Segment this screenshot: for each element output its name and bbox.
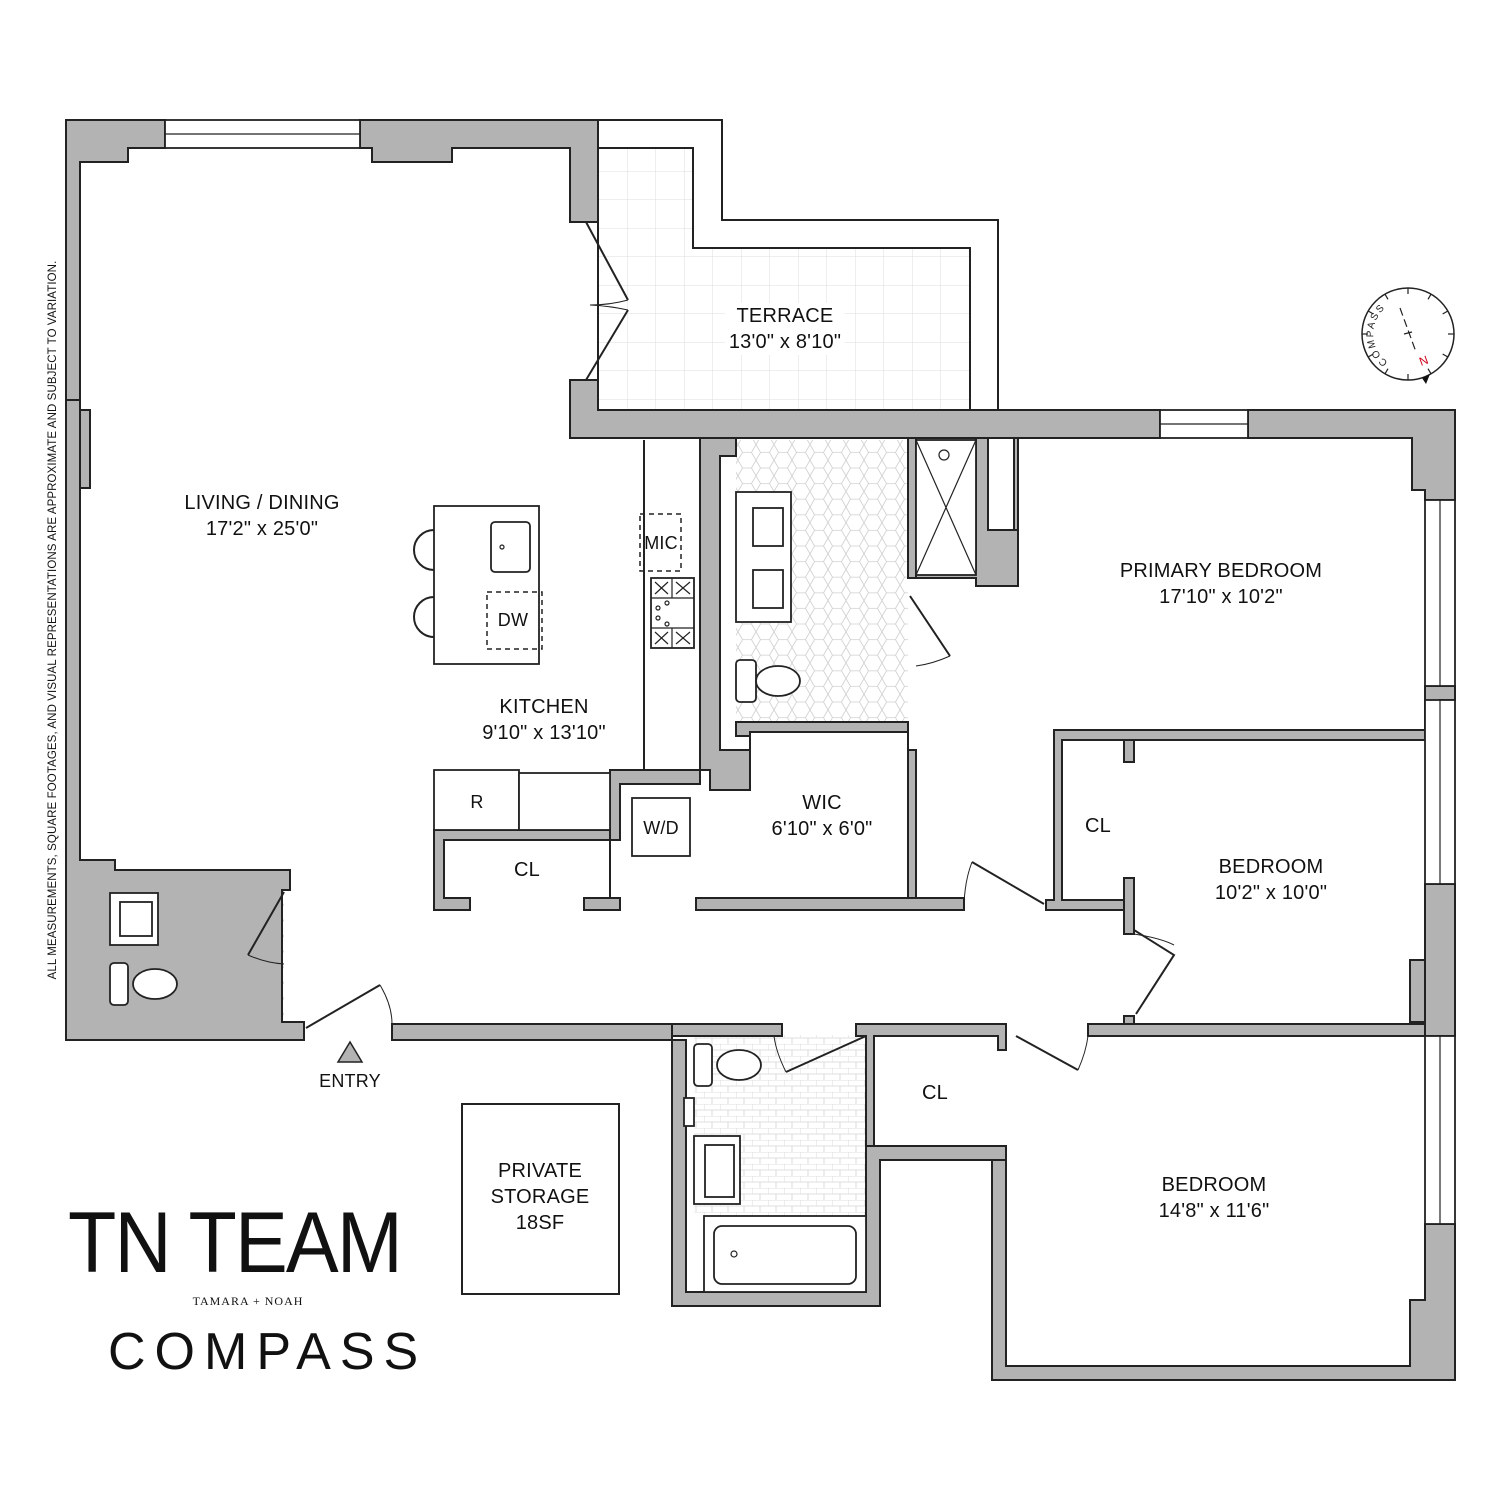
tn-team-subtitle: TAMARA + NOAH: [192, 1294, 304, 1308]
counter: [518, 772, 611, 831]
room-name: TERRACE: [736, 305, 834, 327]
powder-room-fixtures: [109, 891, 285, 1006]
refrigerator-label: R: [470, 792, 484, 812]
room-name: BEDROOM: [1218, 856, 1324, 878]
entry-arrow-icon: [336, 1040, 364, 1063]
room-wic: WIC 6'10" x 6'0": [772, 790, 873, 842]
room-name: KITCHEN: [499, 696, 589, 718]
room-name: LIVING / DINING: [184, 492, 340, 514]
room-living-dining: LIVING / DINING 17'2" x 25'0": [184, 490, 339, 542]
room-size: 17'2" x 25'0": [205, 518, 319, 540]
hall-doors: [773, 861, 1176, 1073]
closet-bedroom-label: CL: [1085, 815, 1111, 837]
washer-dryer-label: W/D: [643, 818, 679, 838]
washer-dryer: [631, 797, 691, 857]
room-size: 13'0" x 8'10": [728, 331, 842, 353]
room-terrace: TERRACE 13'0" x 8'10": [724, 303, 846, 355]
compass-logo: COMPASS: [108, 1323, 428, 1381]
room-bedroom-2: BEDROOM 10'2" x 10'0": [1215, 854, 1327, 906]
private-storage-box: [461, 1103, 620, 1295]
entry-label: ENTRY: [319, 1071, 381, 1091]
room-size: 17'10" x 10'2": [1159, 586, 1283, 608]
windows: [164, 119, 1456, 1225]
terrace-doors: [585, 221, 629, 381]
hall-bath-fixtures: [683, 1043, 867, 1293]
storage-line-1: PRIVATE: [497, 1160, 582, 1182]
room-name: BEDROOM: [1161, 1174, 1267, 1196]
closet-kitchen-label: CL: [514, 859, 540, 881]
kitchen-island: [413, 505, 543, 665]
microwave-label: MIC: [644, 533, 678, 553]
room-size: 6'10" x 6'0": [771, 818, 873, 840]
entry-door: [305, 984, 393, 1063]
walls: [65, 119, 1456, 1381]
room-size: 10'2" x 10'0": [1214, 882, 1328, 904]
storage-line-3: 18SF: [515, 1212, 565, 1234]
room-primary-bedroom: PRIMARY BEDROOM 17'10" x 10'2": [1120, 558, 1322, 610]
room-size: 14'8" x 11'6": [1158, 1200, 1270, 1222]
room-kitchen: KITCHEN 9'10" x 13'10": [482, 694, 606, 746]
closet-hall-label: CL: [922, 1082, 948, 1104]
storage-line-2: STORAGE: [490, 1186, 590, 1208]
disclaimer-text: ALL MEASUREMENTS, SQUARE FOOTAGES, AND V…: [47, 260, 59, 980]
room-bedroom-3: BEDROOM 14'8" x 11'6": [1159, 1172, 1270, 1224]
compass-rose-icon: N COMPASS: [1361, 287, 1455, 384]
room-name: PRIMARY BEDROOM: [1119, 560, 1323, 582]
tn-team-logo: TN TEAM: [68, 1195, 403, 1291]
room-name: WIC: [802, 792, 842, 814]
private-storage-label: PRIVATE STORAGE 18SF: [491, 1158, 590, 1236]
kitchen-counter: [639, 440, 695, 770]
primary-bath-fixtures: [735, 439, 977, 703]
room-size: 9'10" x 13'10": [482, 722, 606, 744]
dishwasher-label: DW: [497, 610, 529, 630]
terrace: [597, 119, 999, 411]
